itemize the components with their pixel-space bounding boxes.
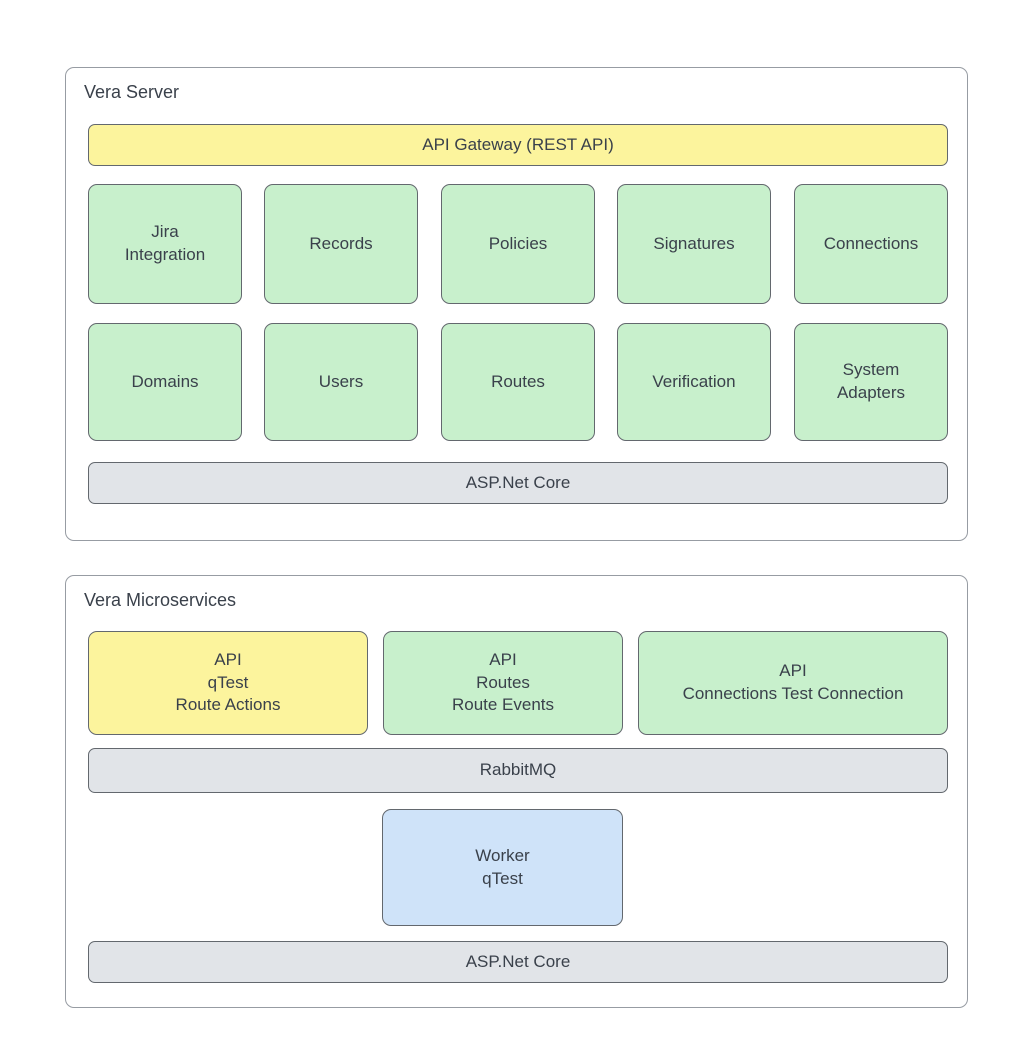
- vera-microservices-container: Vera Microservices API qTest Route Actio…: [65, 575, 968, 1008]
- module-box-system-adapters: System Adapters: [794, 323, 948, 441]
- module-box-users: Users: [264, 323, 418, 441]
- api-box-routes-route-events: API Routes Route Events: [383, 631, 623, 735]
- module-box-records: Records: [264, 184, 418, 304]
- vera-microservices-title: Vera Microservices: [84, 590, 237, 610]
- aspnet-core-bar-server: ASP.Net Core: [88, 462, 948, 504]
- aspnet-core-bar-microservices: ASP.Net Core: [88, 941, 948, 983]
- vera-server-container: Vera Server API Gateway (REST API) Jira …: [65, 67, 968, 541]
- api-box-connections-test-connection: API Connections Test Connection: [638, 631, 948, 735]
- rabbitmq-bar: RabbitMQ: [88, 748, 948, 793]
- module-box-verification: Verification: [617, 323, 771, 441]
- module-box-domains: Domains: [88, 323, 242, 441]
- vera-server-title: Vera Server: [84, 82, 180, 102]
- module-box-routes: Routes: [441, 323, 595, 441]
- worker-box-qtest: Worker qTest: [382, 809, 623, 926]
- module-box-signatures: Signatures: [617, 184, 771, 304]
- module-box-policies: Policies: [441, 184, 595, 304]
- module-box-jira-integration: Jira Integration: [88, 184, 242, 304]
- api-gateway-bar: API Gateway (REST API): [88, 124, 948, 166]
- api-box-qtest-route-actions: API qTest Route Actions: [88, 631, 368, 735]
- module-box-connections: Connections: [794, 184, 948, 304]
